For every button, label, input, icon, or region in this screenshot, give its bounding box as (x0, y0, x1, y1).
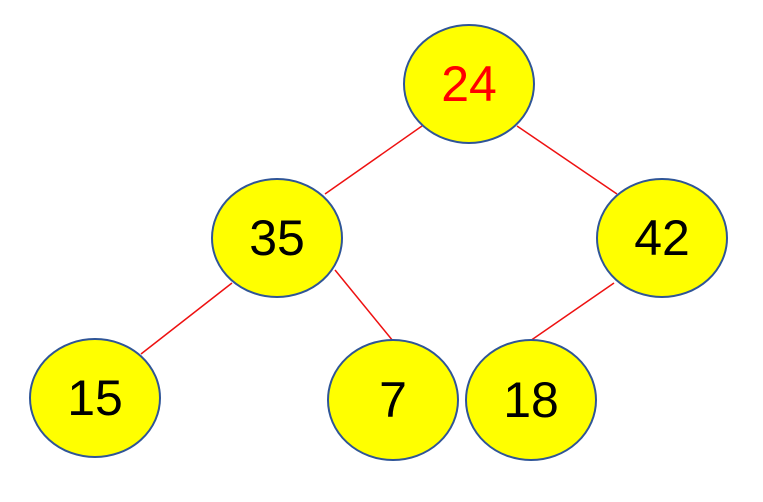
node-15-label: 15 (67, 370, 123, 426)
edge-24-42 (516, 125, 618, 195)
node-42-label: 42 (634, 210, 690, 266)
node-15: 15 (29, 338, 161, 458)
node-7: 7 (327, 339, 459, 461)
node-24-label: 24 (441, 56, 497, 112)
edge-42-18 (529, 282, 615, 342)
node-7-label: 7 (379, 372, 407, 428)
node-24: 24 (403, 24, 535, 144)
node-42: 42 (596, 178, 728, 298)
edge-35-7 (334, 269, 394, 342)
node-18: 18 (465, 339, 597, 461)
node-35-label: 35 (249, 210, 305, 266)
edge-24-35 (324, 125, 423, 195)
node-35: 35 (211, 178, 343, 298)
node-18-label: 18 (503, 372, 559, 428)
edge-35-15 (140, 282, 233, 355)
